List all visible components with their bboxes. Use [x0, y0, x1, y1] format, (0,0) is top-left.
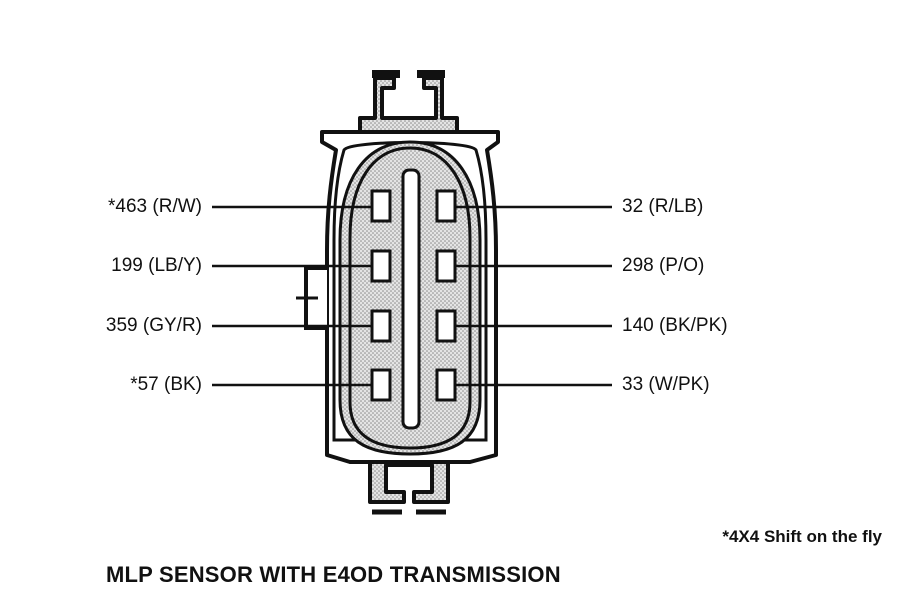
pin-cavity-left-4	[370, 368, 392, 402]
leader-lines	[212, 205, 612, 387]
pin-label-left-3: 359 (GY/R)	[105, 315, 202, 336]
pin-label-left-4: *57 (BK)	[130, 374, 202, 395]
pin-cavity-left-1	[370, 189, 392, 223]
footnote: *4X4 Shift on the fly	[722, 527, 882, 546]
pin-label-left-1: *463 (R/W)	[108, 196, 202, 217]
pin-cavity-right-3	[435, 309, 457, 343]
pin-label-right-1: 32 (R/LB)	[622, 196, 704, 217]
pin-label-right-2: 298 (P/O)	[622, 255, 705, 276]
pin-cavity-right-2	[435, 249, 457, 283]
pin-cavity-left-2	[370, 249, 392, 283]
pin-label-right-4: 33 (W/PK)	[622, 374, 710, 395]
diagram-title: MLP SENSOR WITH E4OD TRANSMISSION	[106, 562, 561, 587]
pin-label-right-3: 140 (BK/PK)	[622, 315, 728, 336]
connector-housing	[296, 130, 500, 464]
pin-cavity-left-3	[370, 309, 392, 343]
top-latch	[358, 70, 459, 134]
pin-cavity-right-4	[435, 368, 457, 402]
pin-label-left-2: 199 (LB/Y)	[111, 255, 202, 276]
pin-cavity-right-1	[435, 189, 457, 223]
